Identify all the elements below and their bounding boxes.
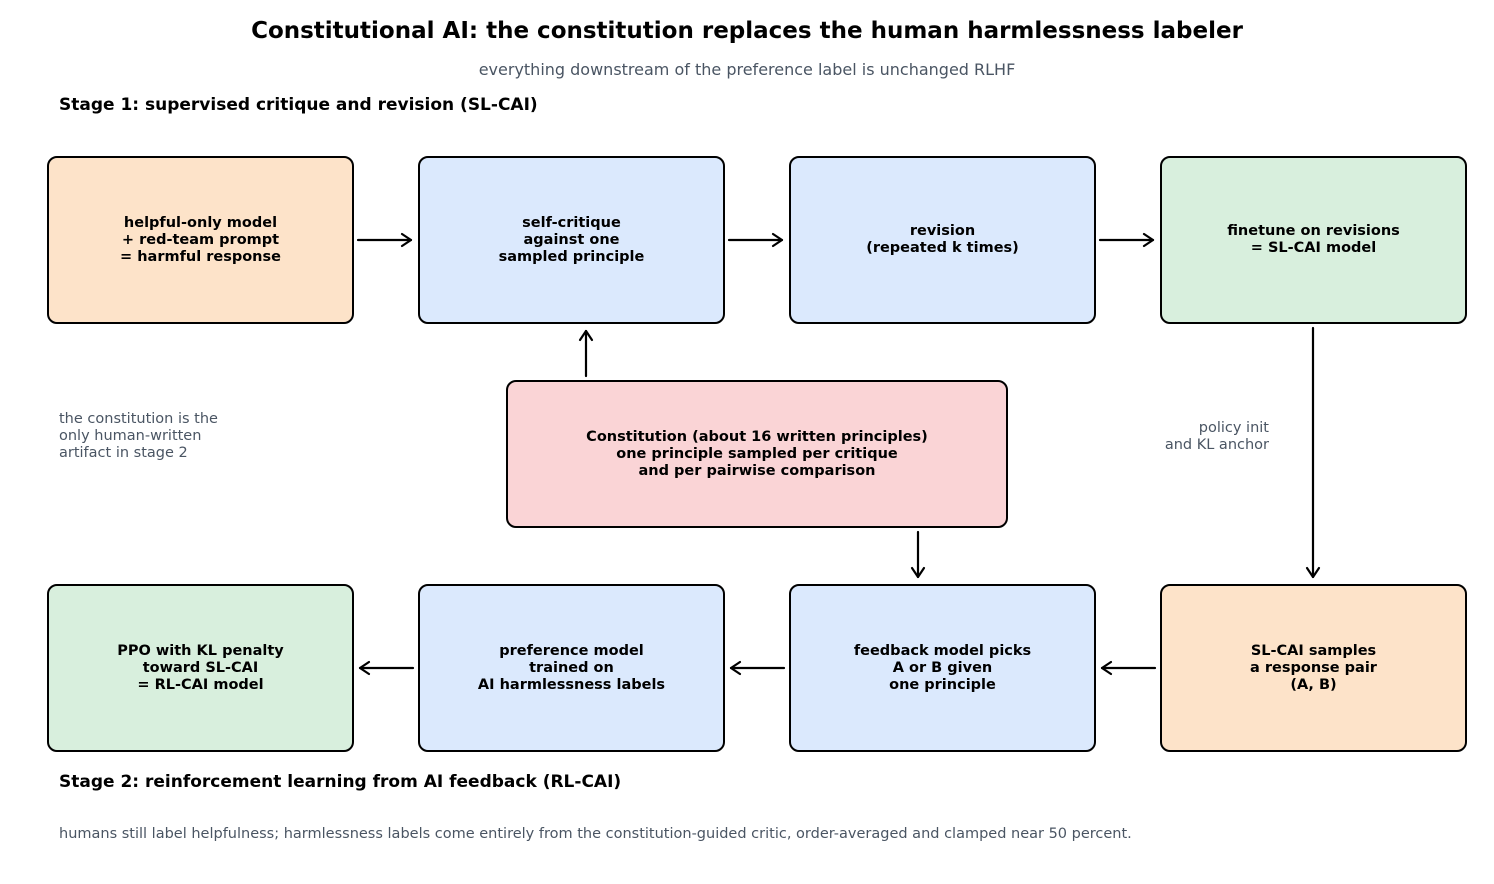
arrow-samples-to-feedback: [1100, 660, 1157, 676]
policy-init-note: policy init and KL anchor: [1164, 420, 1269, 453]
ppo-box: PPO with KL penalty toward SL-CAI = RL-C…: [47, 584, 354, 752]
sl-cai-samples-text: SL-CAI samples a response pair (A, B): [1250, 642, 1377, 693]
self-critique-box: self-critique against one sampled princi…: [418, 156, 725, 324]
revision-box: revision (repeated k times): [789, 156, 1096, 324]
sl-cai-samples-box: SL-CAI samples a response pair (A, B): [1160, 584, 1467, 752]
constitution-box: Constitution (about 16 written principle…: [506, 380, 1008, 528]
arrow-preference-to-ppo: [358, 660, 415, 676]
helpful-only-model-text: helpful-only model + red-team prompt = h…: [120, 214, 281, 265]
finetune-box: finetune on revisions = SL-CAI model: [1160, 156, 1467, 324]
arrow-constitution-to-critique: [578, 329, 594, 378]
arrow-revision-to-finetune: [1098, 232, 1155, 248]
self-critique-text: self-critique against one sampled princi…: [498, 214, 645, 265]
arrow-constitution-to-feedback: [910, 530, 926, 579]
diagram-subtitle: everything downstream of the preference …: [478, 60, 1016, 79]
feedback-model-text: feedback model picks A or B given one pr…: [853, 642, 1032, 693]
stage-2-label: Stage 2: reinforcement learning from AI …: [59, 772, 622, 792]
helpful-only-model-box: helpful-only model + red-team prompt = h…: [47, 156, 354, 324]
arrow-finetune-to-samples: [1305, 326, 1321, 579]
ppo-text: PPO with KL penalty toward SL-CAI = RL-C…: [117, 642, 284, 693]
constitution-note: the constitution is the only human-writt…: [59, 411, 218, 461]
footnote: humans still label helpfulness; harmless…: [59, 826, 1132, 842]
preference-model-text: preference model trained on AI harmlessn…: [477, 642, 666, 693]
finetune-text: finetune on revisions = SL-CAI model: [1227, 223, 1400, 256]
arrow-critique-to-revision: [727, 232, 784, 248]
arrow-feedback-to-preference: [729, 660, 786, 676]
preference-model-box: preference model trained on AI harmlessn…: [418, 584, 725, 752]
arrow-helpful-to-critique: [356, 232, 413, 248]
constitution-text: Constitution (about 16 written principle…: [586, 428, 928, 479]
diagram-title: Constitutional AI: the constitution repl…: [251, 18, 1243, 44]
feedback-model-box: feedback model picks A or B given one pr…: [789, 584, 1096, 752]
revision-text: revision (repeated k times): [866, 223, 1019, 256]
stage-1-label: Stage 1: supervised critique and revisio…: [59, 95, 538, 115]
